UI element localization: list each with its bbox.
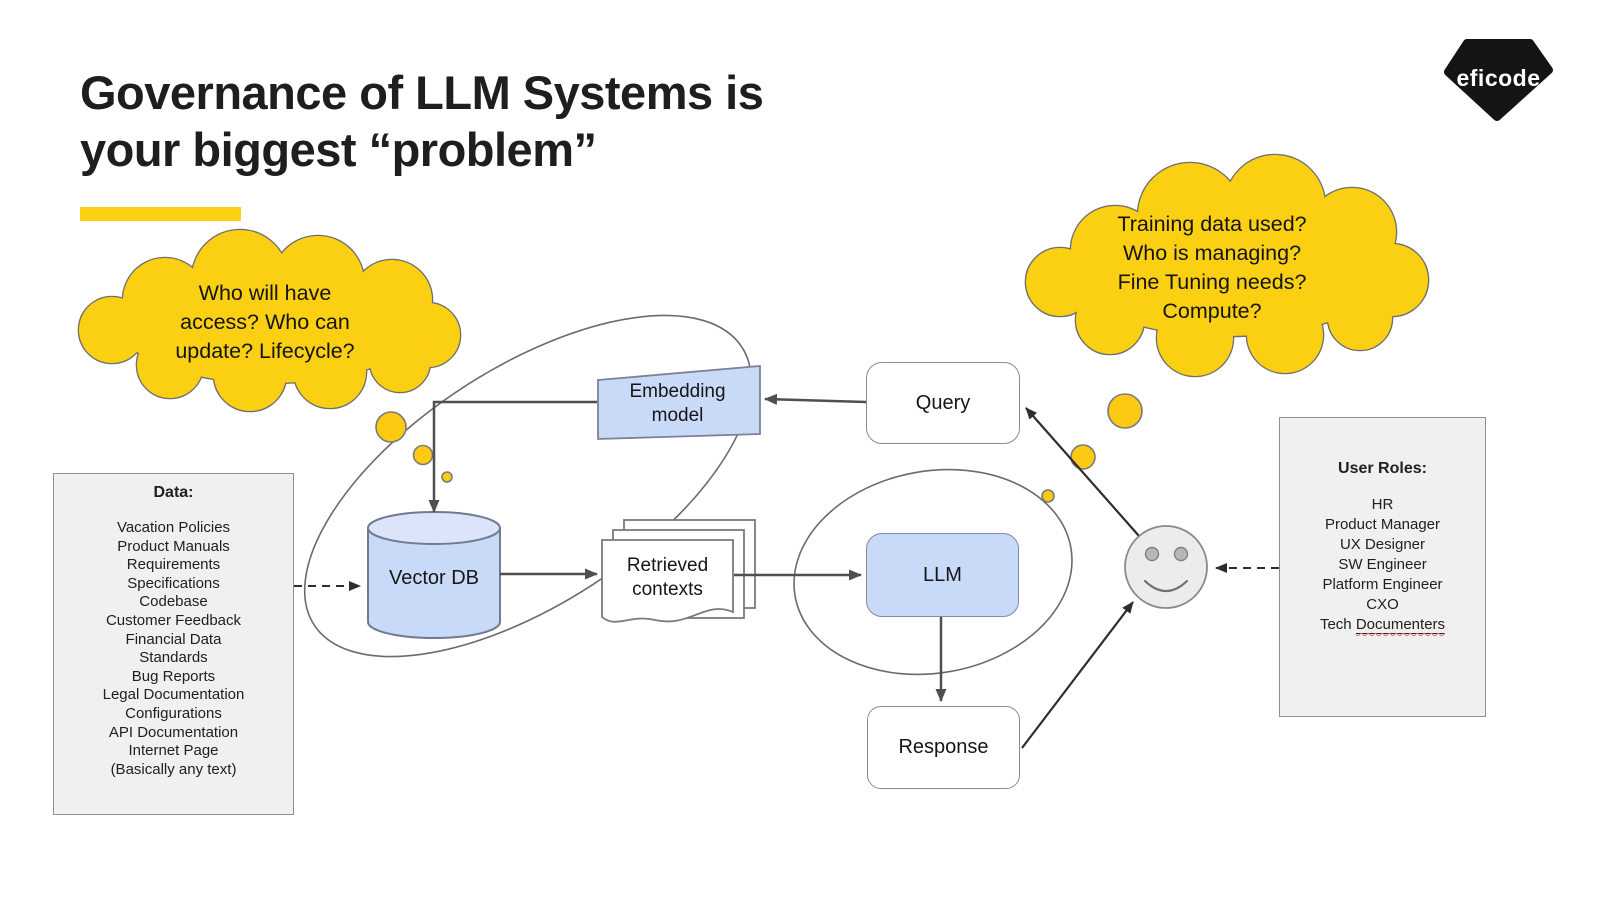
user-roles-title: User Roles: [1338,460,1427,477]
ingestion-group-ellipse [303,314,753,658]
eficode-logo-icon [1444,39,1553,121]
list-item: CXO [1366,596,1399,613]
arrow-user-to-query [1025,407,1140,537]
arrow-response-to-user [1021,601,1134,749]
embedding-model-label: Embedding model [629,380,726,426]
thought-bubble-trail-left [375,411,453,483]
list-item: Customer Feedback [105,611,242,629]
list-item: HR [1371,496,1394,513]
embedding-model-shape [597,365,761,440]
arrow-query-to-embedding [764,393,867,405]
retrieved-contexts-label: Retrieved contexts [626,555,709,600]
eficode-logo-text: eficode [1456,64,1541,91]
list-item: SW Engineer [1338,556,1427,573]
list-item: (Basically any text) [110,760,237,778]
data-box-title: Data: [153,484,194,501]
thought-cloud-left [77,228,462,413]
list-item: Specifications [127,574,220,592]
user-roles-box: User Roles: HR Product Manager UX Designer… [1279,417,1486,717]
role-prefix: Tech [1319,616,1356,633]
arrow-embedding-to-vectordb [428,400,597,513]
thought-cloud-right [1024,153,1430,378]
response-node: Response [867,706,1020,789]
list-item: API Documentation [108,723,239,741]
list-item: Legal Documentation [102,686,245,704]
llm-group-ellipse [793,468,1073,676]
page-title: Governance of LLM Systems is your bigges… [80,66,764,176]
list-item: Internet Page [128,742,219,760]
list-item: Configurations [125,704,222,722]
list-item: Requirements [126,556,221,574]
thought-cloud-left-text: Who will have access? Who can update? Li… [175,281,355,363]
title-accent-bar [80,207,241,221]
llm-node: LLM [866,533,1019,617]
vector-db-cylinder [367,511,501,639]
list-item: UX Designer [1339,536,1426,553]
thought-bubble-trail-right [1041,393,1143,503]
thought-cloud-right-text: Training data used? Who is managing? Fin… [1117,212,1307,323]
retrieved-contexts-pages [601,519,756,623]
list-item: Standards [139,649,208,667]
user-roles-last-item: Tech Documenters [1280,615,1485,635]
list-item: Bug Reports [131,667,216,685]
role-underlined-word: Documenters [1355,616,1446,634]
user-smiley-icon [1124,525,1208,609]
list-item: Vacation Policies [116,519,231,536]
list-item: Product Manuals [117,537,230,555]
list-item: Financial Data [125,630,222,648]
vector-db-label: Vector DB [388,566,480,589]
list-item: Platform Engineer [1322,576,1443,593]
list-item: Product Manager [1324,516,1441,533]
query-node: Query [866,362,1020,444]
list-item: Codebase [139,593,208,611]
